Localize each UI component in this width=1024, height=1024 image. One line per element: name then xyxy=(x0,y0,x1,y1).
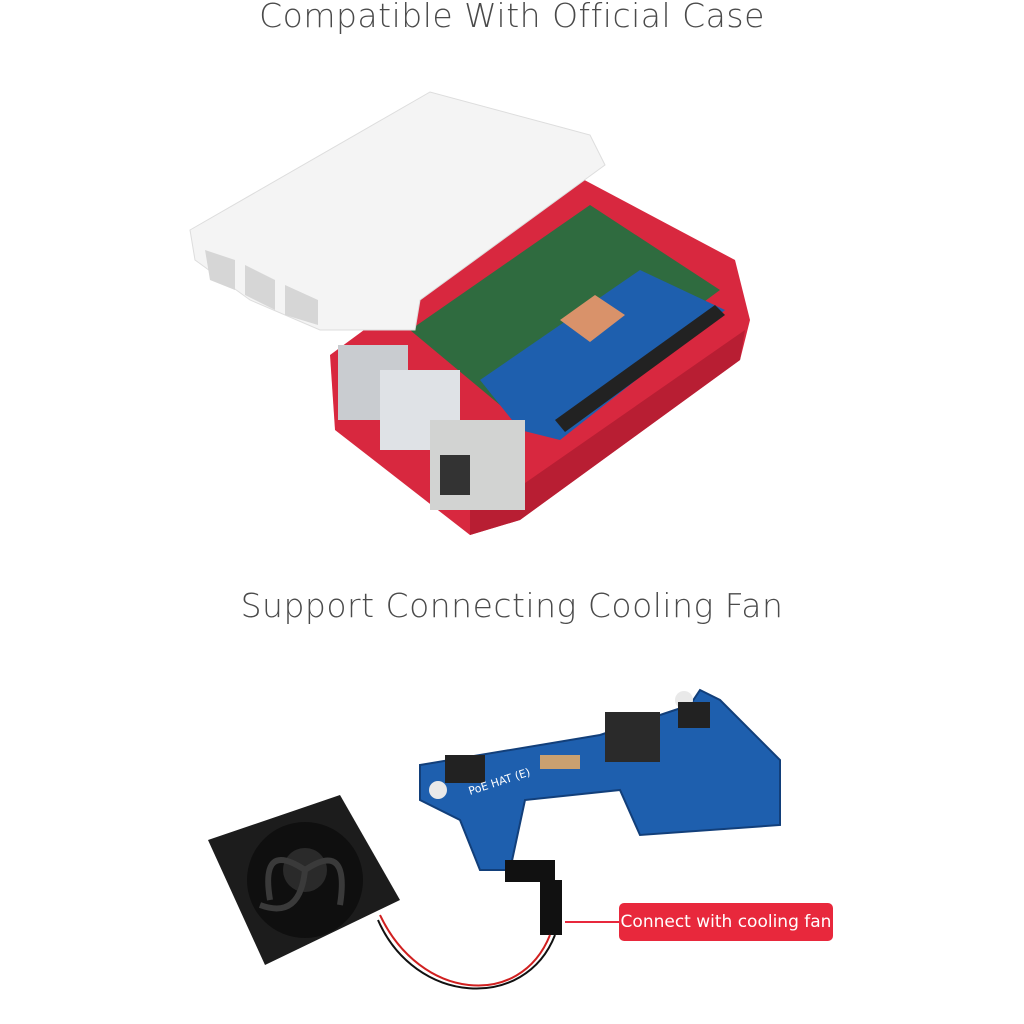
section-title-fan: Support Connecting Cooling Fan xyxy=(240,586,784,625)
official-case-image xyxy=(189,91,750,535)
section-title-case: Compatible With Official Case xyxy=(259,0,765,35)
callout-connect-fan: Connect with cooling fan xyxy=(619,903,833,941)
poe-hat-board-image: PoE HAT (E) xyxy=(419,688,781,935)
cooling-fan-image xyxy=(208,795,556,990)
